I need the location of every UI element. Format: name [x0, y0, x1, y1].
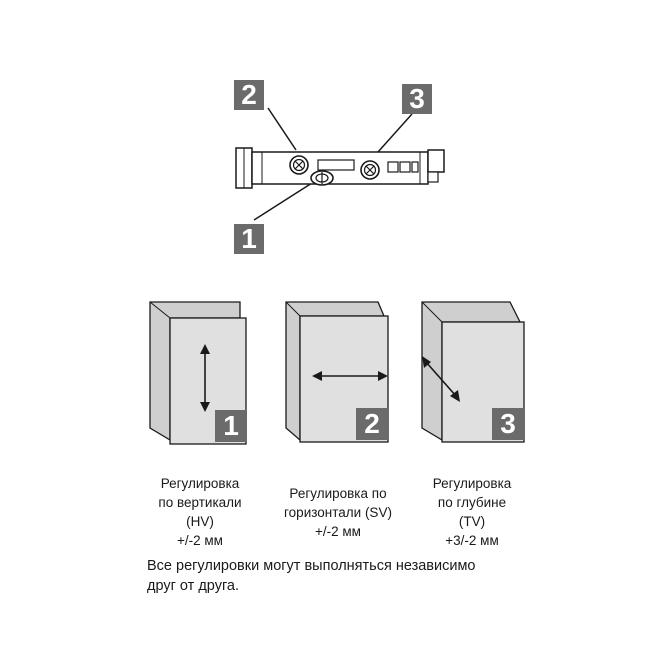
- caption-depth: Регулировка по глубине (TV) +3/-2 мм: [432, 476, 512, 548]
- panel-depth: 3: [420, 300, 530, 448]
- panel-horizontal: 2: [284, 300, 394, 448]
- callout-badge-3: 3: [402, 84, 432, 114]
- callout-line-1: [253, 182, 313, 221]
- panel-vertical: 1: [148, 300, 253, 448]
- callout-line-2: [267, 107, 297, 151]
- hinge-drawing: [235, 107, 445, 221]
- screw-3-icon: [360, 160, 380, 180]
- panel-badge-3: 3: [492, 408, 524, 440]
- arrow-depth-icon: [422, 356, 460, 402]
- screw-1-icon: [310, 170, 334, 186]
- arrow-horizontal-icon: [312, 371, 388, 381]
- cabinet-door-horizontal: [285, 301, 389, 443]
- callout-badge-2: 2: [234, 80, 264, 110]
- screw-2-icon: [289, 155, 309, 175]
- panel-badge-2: 2: [356, 408, 388, 440]
- independence-note: Все регулировки могут выполняться незави…: [147, 558, 476, 594]
- panel-badge-1: 1: [215, 410, 247, 442]
- callout-line-3: [377, 113, 413, 153]
- hinge-clip: [427, 149, 445, 173]
- callout-badge-1: 1: [234, 224, 264, 254]
- hinge-diagram: 2 3 1: [0, 0, 672, 290]
- arrow-vertical-icon: [200, 344, 210, 412]
- caption-vertical: Регулировка по вертикали (HV) +/-2 мм: [158, 476, 242, 548]
- cabinet-door-vertical: [149, 301, 247, 445]
- caption-horizontal: Регулировка по горизонтали (SV) +/-2 мм: [284, 486, 392, 539]
